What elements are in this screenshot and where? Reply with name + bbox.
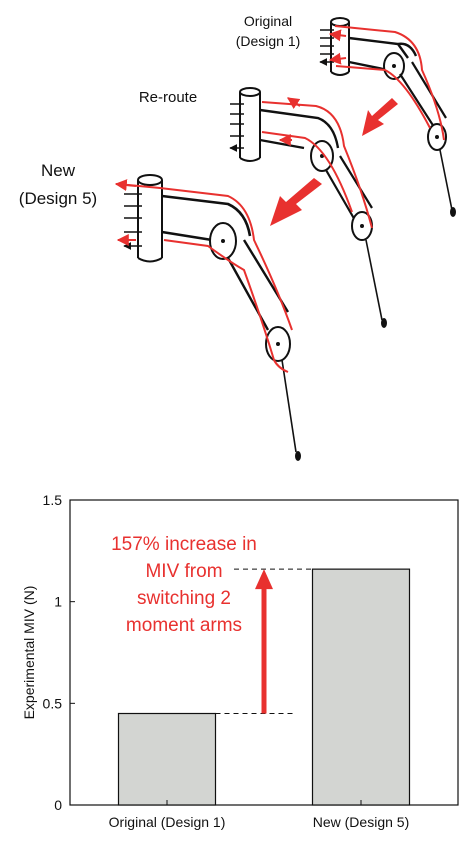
annotation-line-0: 157% increase in bbox=[111, 534, 257, 555]
transition-arrow-2 bbox=[270, 178, 322, 226]
miv-bar-chart: 157% increase in MIV from switching 2 momen… bbox=[21, 492, 459, 830]
mechanism-original bbox=[320, 17, 456, 217]
label-reroute: Re-route bbox=[139, 89, 197, 106]
x-tick-label: Original (Design 1) bbox=[109, 814, 226, 830]
y-tick-label: 0 bbox=[54, 797, 62, 813]
y-tick-label: 0.5 bbox=[43, 695, 63, 711]
annotation-line-3: moment arms bbox=[126, 615, 242, 636]
mechanism-diagram: Original (Design 1) Re-route New (Design… bbox=[19, 13, 456, 461]
mechanism-new bbox=[114, 174, 301, 461]
label-new-line1: New bbox=[41, 161, 76, 180]
annotation-line-2: switching 2 bbox=[137, 588, 231, 609]
x-tick-label: New (Design 5) bbox=[313, 814, 409, 830]
annotation: 157% increase in MIV from switching 2 momen… bbox=[111, 534, 313, 714]
y-axis-label: Experimental MIV (N) bbox=[21, 586, 37, 720]
label-original-line2: (Design 1) bbox=[236, 33, 301, 49]
label-new-line2: (Design 5) bbox=[19, 189, 97, 208]
label-original-line1: Original bbox=[244, 13, 292, 29]
annotation-line-1: MIV from bbox=[145, 561, 222, 582]
bar-1 bbox=[311, 568, 411, 806]
y-tick-label: 1 bbox=[54, 594, 62, 610]
transition-arrow-1 bbox=[362, 98, 398, 136]
mechanism-reroute bbox=[230, 87, 387, 328]
bar-0 bbox=[117, 712, 217, 806]
increase-arrow-head bbox=[255, 569, 273, 590]
bars bbox=[117, 568, 411, 806]
y-tick-label: 1.5 bbox=[43, 492, 63, 508]
